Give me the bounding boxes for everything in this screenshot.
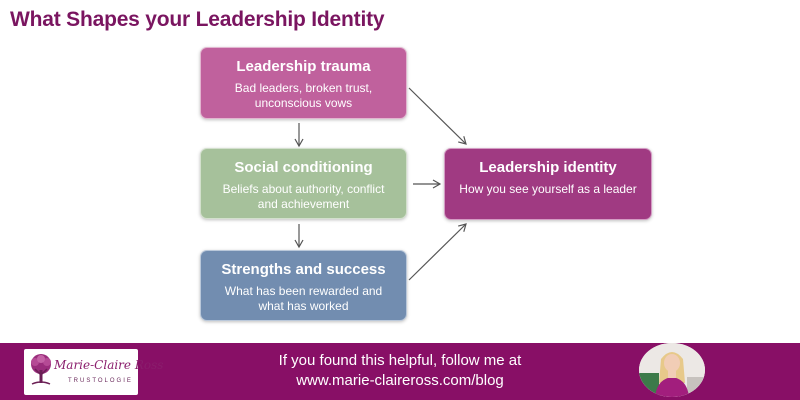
box-title: Leadership identity: [479, 159, 617, 176]
avatar: [639, 343, 705, 397]
box-subtitle: Bad leaders, broken trust, unconscious v…: [234, 81, 373, 110]
logo-name: Marie-Claire Ross: [54, 358, 164, 372]
footer-blog-link[interactable]: www.marie-claireross.com/blog: [296, 372, 504, 389]
box-leadership-identity: Leadership identity How you see yourself…: [444, 148, 652, 220]
trustologie-logo[interactable]: Marie-Claire Ross TRUSTOLOGIE: [24, 349, 163, 395]
box-title: Social conditioning: [234, 159, 373, 176]
box-title: Leadership trauma: [236, 58, 371, 75]
box-subtitle: How you see yourself as a leader: [459, 182, 637, 196]
page-title: What Shapes your Leadership Identity: [10, 8, 385, 31]
arrow-strengths-to-identity: [408, 223, 467, 281]
box-subtitle: Beliefs about authority, conflict and ac…: [222, 182, 385, 211]
footer-banner: Marie-Claire Ross TRUSTOLOGIE If you fou…: [0, 343, 800, 400]
footer-text: If you found this helpful, follow me at …: [200, 351, 600, 391]
box-social-conditioning: Social conditioning Beliefs about author…: [200, 148, 407, 219]
connector-arrows: [294, 87, 467, 281]
logo-tagline: TRUSTOLOGIE: [68, 378, 133, 384]
box-subtitle: What has been rewarded and what has work…: [224, 284, 383, 313]
box-strengths-and-success: Strengths and success What has been rewa…: [200, 250, 407, 321]
box-leadership-trauma: Leadership trauma Bad leaders, broken tr…: [200, 47, 407, 119]
arrow-trauma-to-identity: [408, 87, 467, 145]
tree-logo-icon: [31, 354, 51, 385]
box-title: Strengths and success: [221, 261, 386, 278]
footer-line-1: If you found this helpful, follow me at: [278, 352, 522, 369]
person-photo-icon: [639, 343, 705, 397]
